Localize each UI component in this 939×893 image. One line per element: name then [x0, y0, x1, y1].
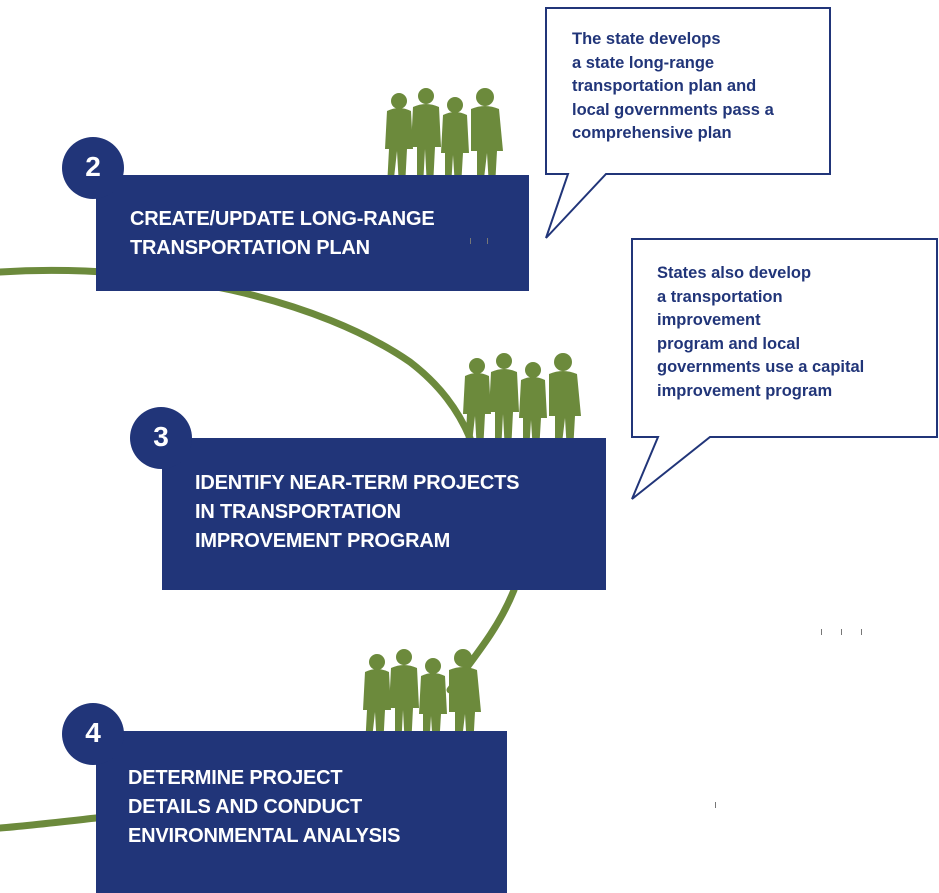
people-group-icon — [363, 649, 481, 748]
people-group-icon — [463, 353, 581, 452]
step-label-line: CREATE/UPDATE LONG-RANGE — [130, 208, 435, 230]
step-box-near-term-projects: IDENTIFY NEAR-TERM PROJECTS IN TRANSPORT… — [162, 438, 606, 590]
step-label-line: DETERMINE PROJECT — [128, 767, 343, 789]
callout-line: improvement program — [657, 381, 833, 400]
callout-line: comprehensive plan — [572, 124, 732, 142]
tick-mark — [470, 238, 471, 244]
callout-bubble-long-range-plan — [545, 7, 831, 239]
step-box-project-details: DETERMINE PROJECT DETAILS AND CONDUCT EN… — [96, 731, 507, 893]
tick-mark — [487, 238, 488, 244]
tick-mark — [821, 629, 822, 635]
step-label-line: IMPROVEMENT PROGRAM — [195, 530, 451, 552]
callout-line: transportation plan and — [572, 77, 757, 95]
callout-text-improvement-program: States also develop a transportation imp… — [657, 262, 864, 403]
curve-segment-1 — [0, 266, 474, 442]
callout-line: local governments pass a — [572, 100, 774, 119]
step-label-line: IDENTIFY NEAR-TERM PROJECTS — [195, 472, 520, 494]
step-box-long-range-plan: CREATE/UPDATE LONG-RANGE TRANSPORTATION … — [96, 175, 529, 291]
step-label-line: IN TRANSPORTATION — [195, 501, 401, 523]
tick-mark — [715, 802, 716, 808]
callout-line: a state long-range — [572, 53, 715, 72]
callout-line: program and local — [657, 334, 801, 353]
callout-text-long-range-plan: The state develops a state long-range tr… — [572, 28, 774, 146]
tick-mark — [841, 629, 842, 635]
callout-bubble-improvement-program — [631, 238, 938, 500]
step-label-line: DETAILS AND CONDUCT — [128, 796, 362, 818]
callout-line: a transportation — [657, 287, 783, 306]
tick-mark — [861, 629, 862, 635]
step-number-badge: 2 — [62, 137, 124, 199]
callout-line: governments use a capital — [657, 358, 865, 376]
step-number-badge: 3 — [130, 407, 192, 469]
callout-line: The state develops — [572, 30, 721, 48]
step-number-badge: 4 — [62, 703, 124, 765]
step-label-line: ENVIRONMENTAL ANALYSIS — [128, 825, 401, 847]
people-group-icon — [385, 88, 503, 187]
callout-line: States also develop — [657, 264, 812, 282]
callout-line: improvement — [657, 311, 761, 329]
step-label-line: TRANSPORTATION PLAN — [130, 237, 370, 259]
curve-segment-3 — [0, 814, 100, 832]
